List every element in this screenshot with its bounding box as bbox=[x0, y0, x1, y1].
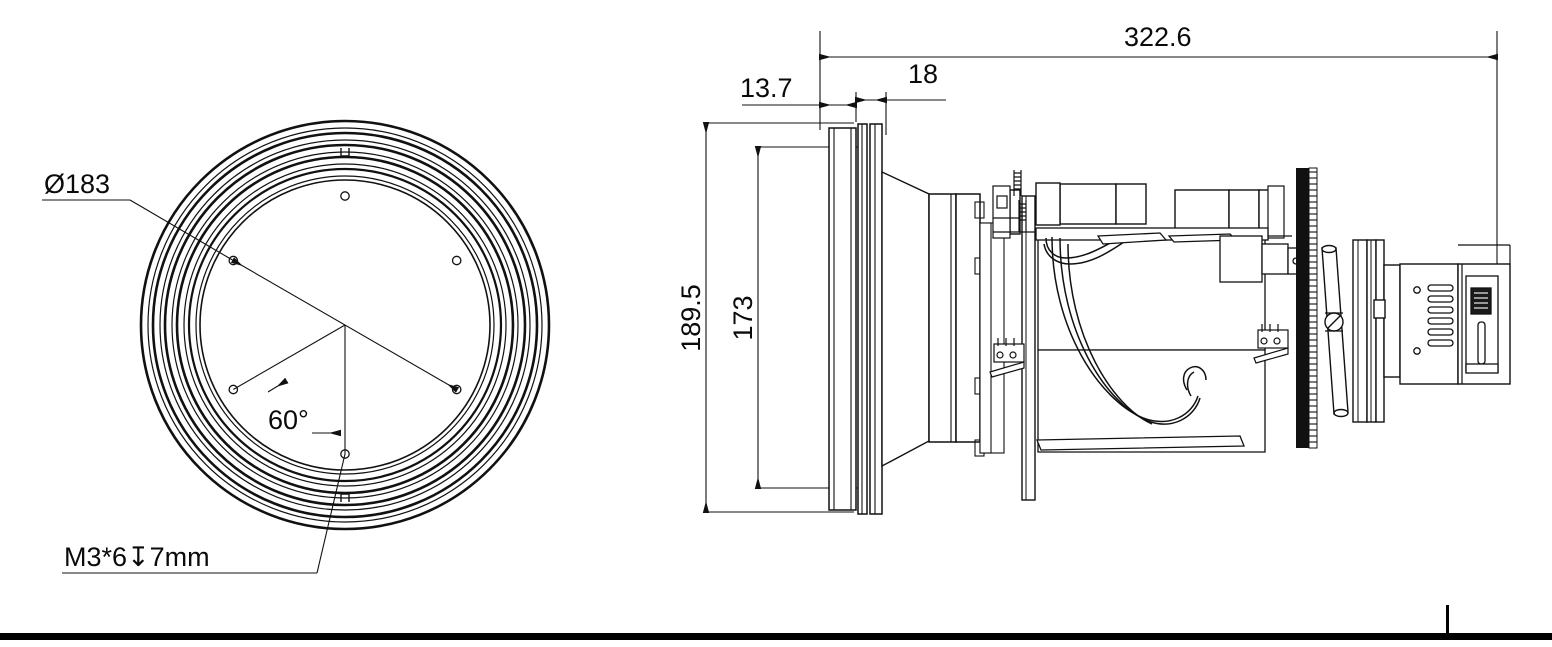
motor-left-bracket bbox=[992, 185, 1036, 239]
sheet-border bbox=[0, 605, 1552, 640]
gear-ring bbox=[1296, 167, 1318, 449]
index-keyway-marks bbox=[340, 148, 350, 502]
terminal-block bbox=[989, 338, 1025, 378]
rear-connector-block bbox=[1465, 275, 1499, 374]
tapered-housing bbox=[881, 170, 930, 468]
front-circular-view: Ø183 60° M3*6↧7mm bbox=[42, 119, 551, 574]
cable-clamp-upper bbox=[1096, 232, 1238, 245]
mid-housing bbox=[1035, 227, 1269, 453]
zoom-barrel-lines bbox=[1357, 240, 1372, 422]
angle-label: 60° bbox=[268, 405, 309, 435]
dim-overall-length bbox=[819, 31, 1498, 265]
mounting-hole bbox=[340, 191, 350, 201]
overall-length-label: 322.6 bbox=[1124, 22, 1192, 52]
flange-thickness-label: 13.7 bbox=[740, 73, 793, 103]
main-barrel bbox=[928, 193, 981, 443]
step-width-label: 18 bbox=[908, 59, 938, 89]
diameter-label: Ø183 bbox=[44, 169, 110, 199]
angle-dimension bbox=[233, 324, 346, 454]
main-barrel-detail bbox=[950, 194, 1005, 457]
diameter-dimension bbox=[42, 199, 460, 393]
vent-slots bbox=[1427, 284, 1454, 347]
rear-housing-screws bbox=[1413, 286, 1421, 355]
inner-height-label: 173 bbox=[728, 295, 758, 340]
motor-left-screws bbox=[1013, 170, 1027, 232]
terminal-block-2 bbox=[1253, 324, 1289, 364]
cable-tray-lower bbox=[1036, 435, 1245, 451]
dim-outer-height bbox=[702, 122, 854, 513]
thread-callout-leader bbox=[62, 453, 346, 574]
flange-rings bbox=[139, 119, 551, 531]
front-flange-inner-lines bbox=[833, 124, 876, 514]
motor-right-bracket bbox=[1259, 185, 1292, 239]
outer-height-label: 189.5 bbox=[676, 284, 706, 352]
front-flange-stack bbox=[828, 123, 883, 515]
cable-loops bbox=[1043, 236, 1207, 425]
motor-left bbox=[1009, 182, 1147, 235]
mounting-hole bbox=[451, 255, 462, 266]
thread-label: M3*6↧7mm bbox=[64, 542, 210, 572]
side-section-view: 322.6 18 13.7 189.5 173 bbox=[676, 22, 1511, 515]
lever-screw bbox=[1324, 312, 1344, 332]
